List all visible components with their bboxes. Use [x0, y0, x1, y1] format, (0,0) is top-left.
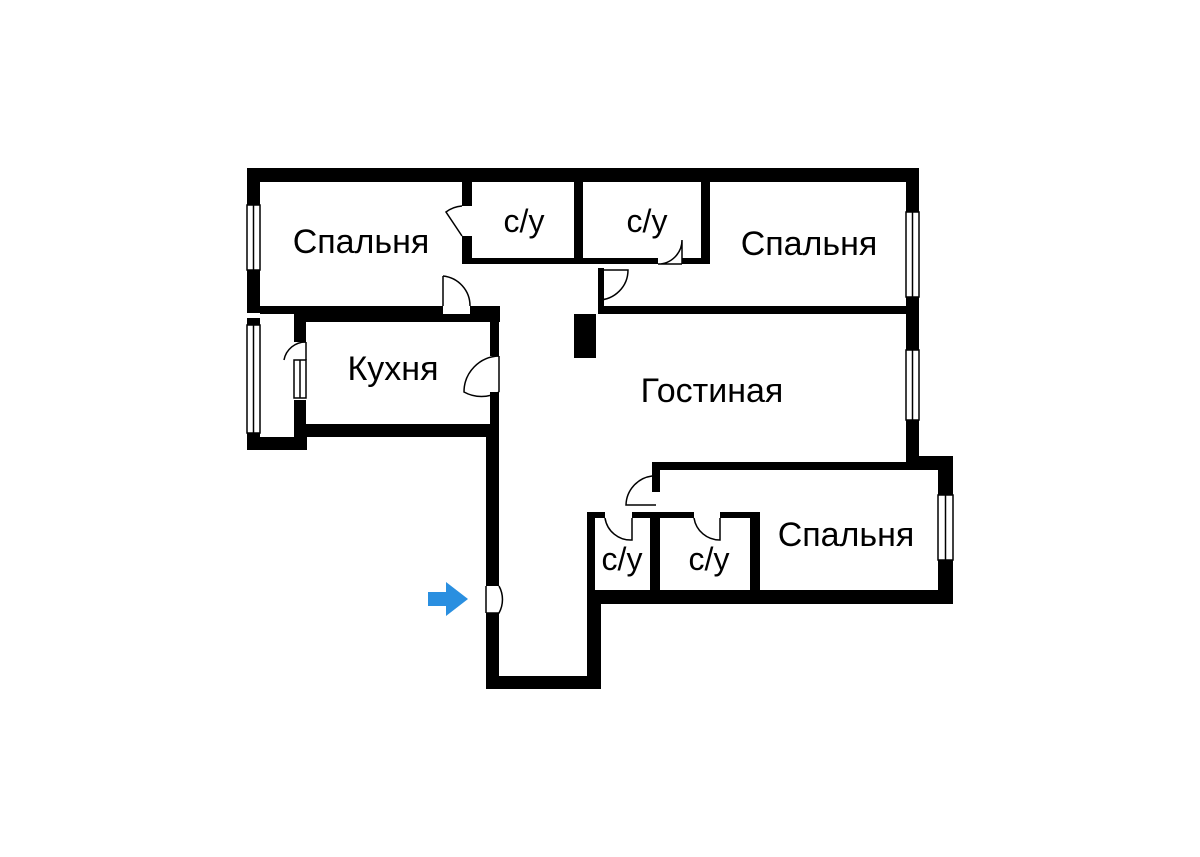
room-label-wc-2: с/у — [627, 203, 668, 239]
room-label-wc-4: с/у — [689, 541, 730, 577]
door-entrance — [485, 585, 504, 614]
room-label-wc-3: с/у — [602, 541, 643, 577]
door-bedroom-nw — [442, 275, 471, 307]
room-label-wc-1: с/у — [504, 203, 545, 239]
room-label-bedroom-se: Спальня — [778, 516, 915, 554]
windows — [246, 204, 954, 561]
door-bedroom-ne — [597, 269, 629, 301]
room-label-living-room: Гостиная — [641, 372, 784, 410]
room-label-bedroom-ne: Спальня — [741, 225, 878, 263]
entrance-arrow-icon — [428, 582, 468, 616]
door-wc-2 — [657, 239, 683, 265]
doors — [283, 205, 721, 614]
room-label-kitchen: Кухня — [348, 350, 439, 388]
door-wc-3 — [604, 517, 633, 541]
interior-walls — [260, 182, 952, 597]
door-wc-4 — [693, 517, 721, 541]
door-bedroom-se — [625, 475, 656, 506]
door-kitchen-balcony — [283, 341, 307, 361]
door-kitchen — [463, 355, 500, 398]
door-wc-1 — [444, 205, 463, 237]
room-label-bedroom-nw: Спальня — [293, 223, 430, 261]
